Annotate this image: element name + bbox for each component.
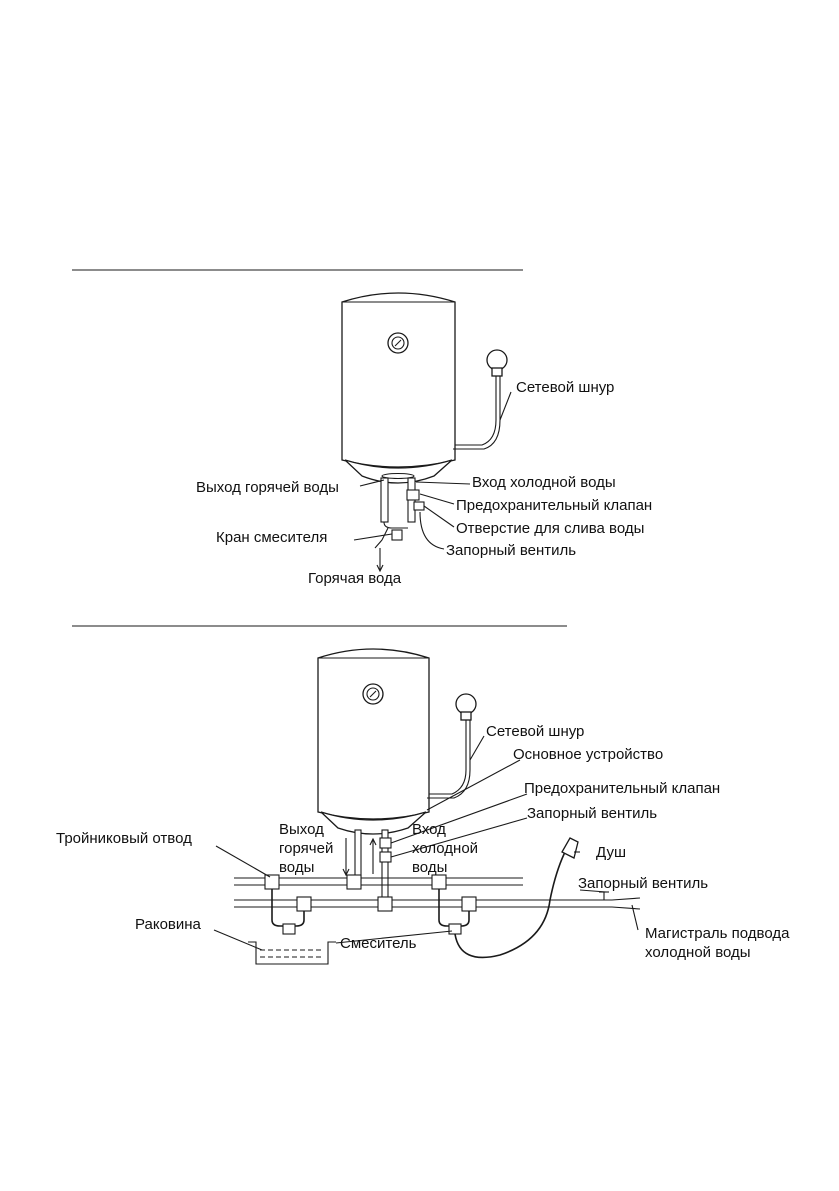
leader-mixer [335,930,453,944]
label-power-cord: Сетевой шнур [516,379,614,396]
shower-head-icon [561,837,579,859]
leader-power-cord [469,735,485,761]
label-tee: Тройниковый отвод [56,830,192,847]
label-power-cord: Сетевой шнур [486,723,584,740]
leader-hot-outlet [359,479,385,487]
mixer-tap-icon [391,529,403,541]
leader-mixer-tap [353,533,393,541]
heater-body [341,292,456,468]
sink-basin [248,941,336,965]
tee-fitting [377,896,393,912]
plug-neck [460,711,472,721]
label-shutoff-valve: Запорный вентиль [446,542,576,559]
power-cord-outline [427,716,471,799]
label-mixer-tap: Кран смесителя [216,529,327,546]
leader-tee [215,845,271,878]
hot-arrow-head [342,868,350,877]
leader-sink [213,929,263,951]
sink-mixer-icon [282,923,296,935]
hot-riser [354,829,362,883]
leader-shutoff-2 [579,889,607,893]
bottom-flange [381,472,415,480]
shower-mixer-icon [448,923,462,935]
label-hot-outlet-1: Выход [279,821,324,838]
tee-fitting [346,874,362,890]
arrow-head [376,564,384,573]
label-cold-inlet-1: Вход [412,821,446,838]
thermometer-needle [394,339,402,347]
shutoff-valve-icon [379,851,392,863]
label-cold-inlet-3: воды [412,859,447,876]
power-cord [455,374,497,446]
tee-fitting [461,896,477,912]
leader-drain [423,505,455,528]
leader-shutoff [390,817,528,858]
leader-safety-valve [419,493,455,505]
thermometer-dial [366,687,380,701]
label-hot-outlet: Выход горячей воды [196,479,339,496]
label-safety-valve: Предохранительный клапан [456,497,652,514]
diagram-1: Сетевой шнур Выход горячей воды Вход хол… [72,269,652,587]
diagram-2: Сетевой шнур Основное устройство Предохр… [56,625,790,965]
safety-valve-icon [406,489,420,501]
tee-fitting [296,896,312,912]
label-safety-valve: Предохранительный клапан [524,780,720,797]
power-cord-outline [453,374,501,450]
pipe-loop [383,521,408,529]
label-main-line-2: холодной воды [645,944,751,961]
sink-hot-drop [271,889,290,927]
label-main-line-1: Магистраль подвода [645,925,790,942]
power-cord [429,716,467,795]
leader-cold-inlet [415,481,471,485]
thermometer-needle [369,690,377,698]
tee-fitting [264,874,280,890]
leader-main-unit [426,759,521,811]
leader-power-cord [499,391,512,421]
main-line-end [611,897,641,910]
label-cold-inlet: Вход холодной воды [472,474,616,491]
drain-icon [413,501,425,511]
safety-valve-icon [379,837,392,849]
shower-hot-drop [438,889,455,927]
label-sink: Раковина [135,916,202,933]
leader-main-line [631,904,639,931]
label-hot-outlet-3: воды [279,859,314,876]
shower-hose [454,849,567,959]
leader-shutoff [419,511,445,550]
sink-cold-drop [290,911,305,927]
label-drain-hole: Отверстие для слива воды [456,520,644,537]
label-main-unit: Основное устройство [513,746,663,763]
label-hot-outlet-2: горячей [279,840,333,857]
plug-icon [486,349,508,371]
label-shower: Душ [596,844,626,861]
leader-safety-valve [390,793,528,844]
hot-pipe [380,477,389,523]
mixer-spout [374,527,389,549]
label-shutoff-valve: Запорный вентиль [527,805,657,822]
cold-arrow-head [369,837,377,846]
label-cold-inlet-2: холодной [412,840,478,857]
plug-neck [491,367,503,377]
label-shutoff-valve-2: Запорный вентиль [578,875,708,892]
label-hot-water: Горячая вода [308,570,402,587]
heater-body [317,648,430,820]
plug-icon [455,693,477,715]
tee-fitting [431,874,447,890]
label-mixer: Смеситель [340,935,417,952]
thermometer-dial [391,336,405,350]
